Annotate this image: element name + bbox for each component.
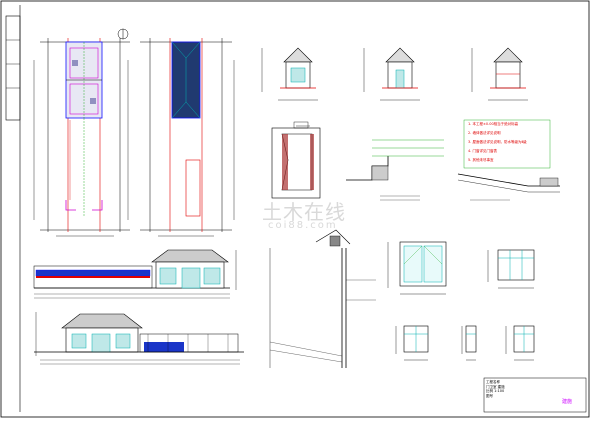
title-block-frame xyxy=(483,377,587,413)
title-block-line: 工程名称 xyxy=(486,380,500,384)
watermark-logo-text: 土木在线 xyxy=(262,200,346,224)
window-medium xyxy=(487,249,535,289)
window-small-3 xyxy=(505,325,535,361)
elevation-small-2 xyxy=(363,47,420,101)
roof-plan xyxy=(140,38,235,237)
note-line: 3. 屋面做法详见说明，防水等级为Ⅱ级 xyxy=(468,140,527,144)
ramp-detail xyxy=(457,173,560,201)
window-large xyxy=(387,241,447,295)
note-line: 1. 本工程±0.00相当于绝对标高 xyxy=(468,122,519,126)
wall-section-detail xyxy=(269,229,376,368)
window-small-2 xyxy=(461,325,477,361)
elevation-small-1 xyxy=(261,47,318,101)
notes-frame xyxy=(463,119,551,169)
section-small xyxy=(471,47,528,101)
title-block-line: 门卫室 建施 xyxy=(486,384,505,389)
note-line: 5. 其他未尽事宜 xyxy=(468,158,494,162)
floor-plan-left xyxy=(33,28,130,237)
title-block-line: 比例 1:100 xyxy=(486,389,505,393)
front-elevation xyxy=(33,249,237,299)
note-line: 4. 门窗详见门窗表 xyxy=(468,149,497,153)
title-block-line: 图号 xyxy=(486,393,493,398)
binding-strip xyxy=(5,15,21,121)
window-small-1 xyxy=(395,325,429,361)
note-line: 2. 墙体做法详见说明 xyxy=(468,131,501,135)
title-block: 工程名称 门卫室 建施 比例 1:100 图号 xyxy=(486,380,582,410)
wall-detail xyxy=(271,121,321,199)
rear-elevation xyxy=(34,312,244,365)
step-detail xyxy=(346,139,444,201)
sheet-number: 建施 xyxy=(562,399,573,405)
watermark-url: coi88.com xyxy=(268,220,338,231)
